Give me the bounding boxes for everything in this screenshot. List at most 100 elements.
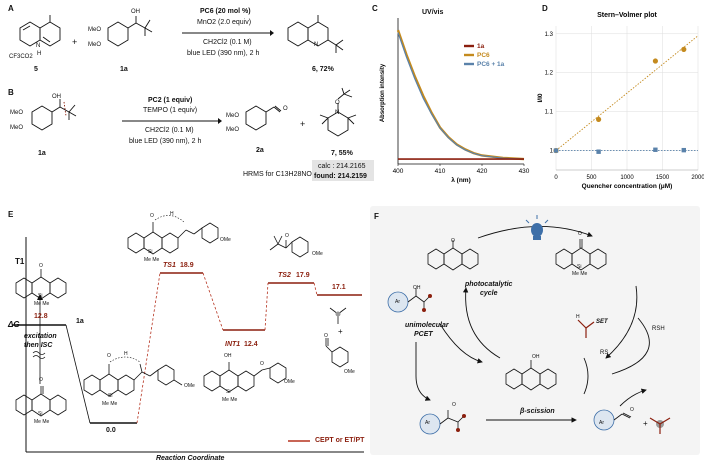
uv-legend-label: PC6	[477, 52, 490, 59]
mechanism-cycle	[387, 215, 671, 435]
hrms-found: found: 214.2159	[314, 173, 367, 180]
product-7-label: 7, 55%	[331, 150, 353, 157]
ts2-energy: 17.9	[296, 272, 310, 279]
f-si-atom: Si	[577, 264, 582, 270]
oh-group-b: OH	[52, 94, 61, 100]
uv-x-tick-label: 400	[393, 168, 404, 175]
f-me-groups: Me Me	[572, 271, 588, 277]
t1-si-atom: Si	[38, 293, 43, 299]
f-o-thioxanthone: O	[578, 231, 582, 237]
tempo-adduct-7-structure	[319, 87, 357, 137]
int1-ome: OMe	[284, 379, 295, 385]
sv-point	[553, 148, 559, 153]
beta-scission-label: β-scission	[520, 408, 555, 415]
ts1-h-atom: H	[170, 211, 174, 217]
uv-title: UV/vis	[422, 9, 444, 16]
int1-energy: 12.4	[244, 341, 258, 348]
ground-me-groups: Me Me	[34, 419, 50, 425]
hrms-box	[312, 160, 374, 181]
tempo-n-atom: N	[335, 110, 340, 116]
f-ar-radical: Ar	[425, 420, 430, 426]
complex-o-atom: O	[107, 353, 111, 359]
t1-o-atom: O	[39, 263, 43, 269]
sv-point	[596, 116, 602, 123]
final-ome: OMe	[344, 369, 355, 375]
int1-o: O	[260, 361, 264, 367]
sv-x-tick-label: 0	[554, 175, 558, 181]
sv-point	[596, 149, 601, 154]
meo-2a-bottom: MeO	[226, 127, 240, 133]
sv-point	[652, 58, 658, 64]
complex-me-groups: Me Me	[102, 401, 118, 407]
isc-label: then ISC	[24, 342, 53, 349]
excitation-label: excitation	[24, 333, 57, 340]
n-atom: N	[36, 43, 41, 49]
panel-label-d: D	[542, 4, 548, 13]
int1-me-groups: Me Me	[222, 397, 238, 403]
condition-pc2: PC2 (1 equiv)	[148, 97, 193, 104]
panel-label-e: E	[8, 210, 14, 219]
sv-title: Stern–Volmer plot	[597, 12, 657, 19]
ts1-o-atom: O	[150, 213, 154, 219]
t1-label: T1	[15, 257, 25, 266]
alcohol-1a-structure-b	[31, 99, 77, 131]
cept-legend-text: CEPT or ET/PT	[315, 437, 365, 444]
hrms-calc: calc : 214.2165	[318, 163, 366, 170]
condition-oxidant: MnO2 (2.0 equiv)	[197, 19, 252, 26]
panel-label-f: F	[374, 212, 379, 221]
uv-x-axis-label: λ (nm)	[451, 176, 471, 184]
reaction-arrow-b	[122, 118, 222, 124]
compound-1a-label-b: 1a	[38, 150, 46, 157]
int1-label: INT1	[225, 341, 241, 348]
sv-y-tick-label: 1.2	[545, 71, 554, 77]
lightbulb-icon	[525, 215, 549, 240]
final-plus: +	[338, 327, 343, 336]
counterion: CF3CO2	[9, 54, 33, 60]
meo-top: MeO	[88, 27, 102, 33]
complex-si-atom: Si	[108, 393, 113, 399]
meo-2a-top: MeO	[226, 113, 240, 119]
aldehyde-2a-structure	[245, 105, 282, 131]
panel-label-b: B	[8, 88, 14, 97]
meo-top-b: MeO	[10, 110, 24, 116]
ground-state-structure	[15, 386, 67, 417]
complex-ome: OMe	[184, 383, 195, 389]
sv-y-tick-label: 1.3	[545, 32, 554, 38]
ground-o-atom: O	[39, 377, 43, 383]
uv-x-tick-label: 430	[519, 168, 530, 175]
ts1-si-atom: Si	[148, 249, 153, 255]
sv-point	[653, 147, 658, 152]
plus-sign-b: +	[300, 119, 306, 129]
int1-si-atom: Si	[226, 389, 231, 395]
complex-structure	[83, 356, 183, 397]
compound-5-label: 5	[34, 66, 38, 73]
sv-y-axis-label: I/I0	[537, 93, 544, 102]
ts2-label: TS2	[278, 272, 291, 279]
sv-x-axis-label: Quencher concentration (μM)	[582, 183, 673, 190]
hrms-label: HRMS for C13H28NO+	[243, 171, 316, 178]
f-oh-substrate: OH	[413, 285, 421, 291]
sv-point	[681, 46, 687, 52]
f-o-radical-bottom: O	[452, 402, 456, 408]
sv-trendline	[555, 35, 699, 151]
uv-legend-label: PC6 + 1a	[477, 61, 505, 68]
sv-x-tick-label: 1500	[656, 175, 670, 181]
panel-label-c: C	[372, 4, 378, 13]
ground-si-atom: Si	[38, 411, 43, 417]
tempo-o-atom: O	[335, 100, 340, 106]
sv-y-tick-label: 1	[550, 149, 554, 155]
rsh-label: RSH	[652, 326, 665, 332]
final-energy: 17.1	[332, 284, 346, 291]
sv-x-tick-label: 500	[586, 175, 597, 181]
reaction-arrow-a	[182, 30, 274, 36]
uv-y-axis-label: Absorption intensity	[380, 63, 386, 122]
ts1-label: TS1	[163, 262, 176, 269]
condition-tempo: TEMPO (1 equiv)	[143, 107, 198, 114]
meo-bottom-b: MeO	[10, 125, 24, 131]
sv-y-tick-label: 1.1	[545, 110, 554, 116]
quinoline-5-structure	[19, 15, 61, 47]
condition-solvent: CH2Cl2 (0.1 M)	[203, 39, 252, 46]
uv-series-line	[397, 32, 525, 160]
